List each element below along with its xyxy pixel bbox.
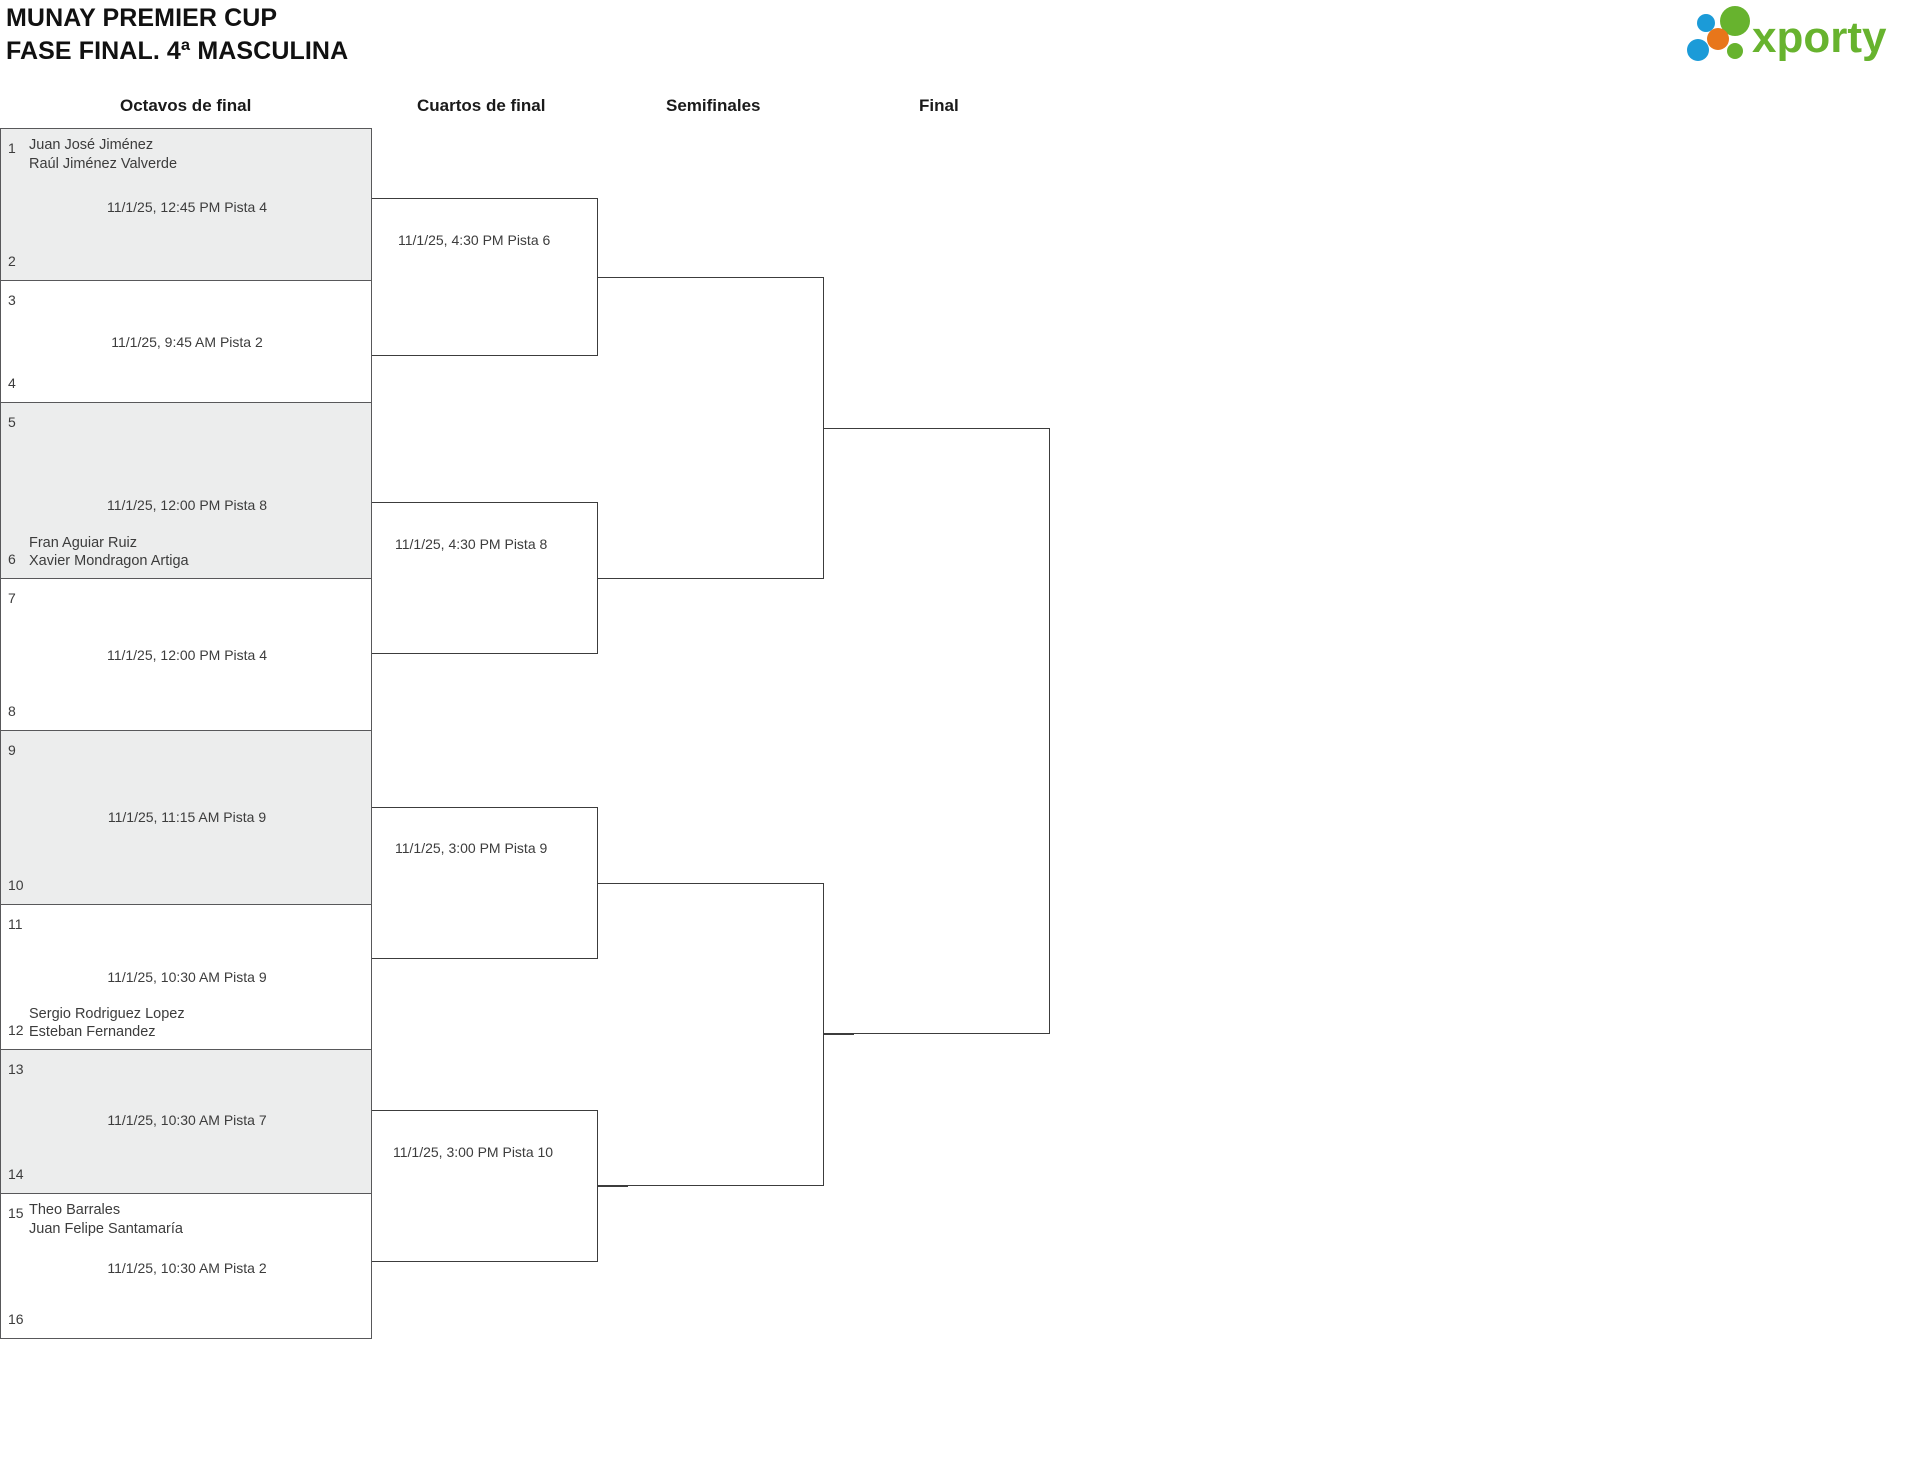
- seed-number: 10: [8, 877, 24, 893]
- player-name: Theo Barrales: [29, 1202, 121, 1218]
- match-info: 11/1/25, 11:15 AM Pista 9: [107, 809, 267, 825]
- seed-number: 1: [8, 140, 16, 156]
- seed-number: 7: [8, 590, 16, 606]
- team-names-top: Juan José Jiménez Raúl Jiménez Valverde: [29, 136, 177, 173]
- r2-match-3[interactable]: [372, 807, 598, 959]
- tournament-name: MUNAY PREMIER CUP: [6, 4, 278, 32]
- r3-match-1[interactable]: [598, 277, 824, 579]
- r2-match-2-info: 11/1/25, 4:30 PM Pista 8: [395, 536, 548, 552]
- logo-dot-green-small: [1727, 43, 1743, 59]
- player-name: Juan Felipe Santamaría: [29, 1220, 183, 1237]
- match-info: 11/1/25, 12:45 PM Pista 4: [106, 199, 268, 215]
- r1-match-8[interactable]: 15 Theo Barrales Juan Felipe Santamaría …: [0, 1193, 372, 1339]
- team-names-top: Theo Barrales Juan Felipe Santamaría: [29, 1201, 183, 1238]
- match-info: 11/1/25, 10:30 AM Pista 9: [107, 969, 267, 985]
- seed-number: 12: [8, 1022, 24, 1038]
- logo-dot-blue-large: [1687, 39, 1709, 61]
- player-name: Xavier Mondragon Artiga: [29, 553, 189, 570]
- seed-number: 9: [8, 742, 16, 758]
- logo-dot-orange: [1707, 28, 1729, 50]
- player-name: Sergio Rodriguez Lopez: [29, 1005, 185, 1022]
- match-info: 11/1/25, 9:45 AM Pista 2: [111, 334, 263, 350]
- seed-number: 5: [8, 414, 16, 430]
- logo-wordmark: xporty: [1752, 13, 1887, 62]
- r2-match-4-stub: [598, 1186, 628, 1187]
- r1-match-4[interactable]: 7 11/1/25, 12:00 PM Pista 4 8: [0, 578, 372, 730]
- r2-match-1-info: 11/1/25, 4:30 PM Pista 6: [398, 232, 551, 248]
- seed-number: 11: [8, 916, 23, 932]
- r3-match-2[interactable]: [598, 883, 824, 1186]
- player-name: Esteban Fernandez: [29, 1024, 156, 1041]
- r3-match-2-stub: [824, 1034, 854, 1035]
- r1-match-1[interactable]: 1 Juan José Jiménez Raúl Jiménez Valverd…: [0, 128, 372, 280]
- seed-number: 4: [8, 375, 16, 391]
- round-header-semifinal: Semifinales: [666, 96, 761, 115]
- seed-number: 14: [8, 1166, 24, 1182]
- r2-match-4-info: 11/1/25, 3:00 PM Pista 10: [393, 1144, 554, 1160]
- logo-svg: xporty: [1687, 6, 1887, 62]
- logo-dot-blue-small: [1697, 14, 1715, 32]
- player-name: Juan José Jiménez: [29, 137, 154, 153]
- seed-number: 15: [8, 1205, 24, 1221]
- r1-match-7[interactable]: 13 11/1/25, 10:30 AM Pista 7 14: [0, 1049, 372, 1193]
- r1-match-6[interactable]: 11 11/1/25, 10:30 AM Pista 9 12 Sergio R…: [0, 904, 372, 1049]
- seed-number: 6: [8, 551, 16, 567]
- r2-match-1[interactable]: [372, 198, 598, 356]
- round-header-octavos: Octavos de final: [120, 96, 252, 115]
- match-info: 11/1/25, 10:30 AM Pista 7: [107, 1112, 267, 1128]
- round-header-final: Final: [919, 96, 959, 115]
- match-info: 11/1/25, 10:30 AM Pista 2: [107, 1260, 267, 1276]
- r1-match-5[interactable]: 9 11/1/25, 11:15 AM Pista 9 10: [0, 730, 372, 904]
- r2-match-2[interactable]: [372, 502, 598, 654]
- r2-match-3-info: 11/1/25, 3:00 PM Pista 9: [395, 840, 548, 856]
- r2-match-4[interactable]: [372, 1110, 598, 1262]
- team-names-bottom: Fran Aguiar Ruiz Xavier Mondragon Artiga: [29, 534, 189, 571]
- team-names-bottom: Sergio Rodriguez Lopez Esteban Fernandez: [29, 1005, 185, 1042]
- seed-number: 2: [8, 253, 16, 269]
- r1-match-3[interactable]: 5 11/1/25, 12:00 PM Pista 8 6 Fran Aguia…: [0, 402, 372, 578]
- logo-dot-green-large: [1720, 6, 1750, 36]
- r4-final-match[interactable]: [824, 428, 1050, 1034]
- seed-number: 16: [8, 1311, 24, 1327]
- player-name: Fran Aguiar Ruiz: [29, 534, 137, 551]
- seed-number: 3: [8, 292, 16, 308]
- round-header-cuartos: Cuartos de final: [417, 96, 546, 115]
- xporty-logo: xporty: [1674, 6, 1904, 62]
- tournament-phase: FASE FINAL. 4ª MASCULINA: [6, 37, 349, 65]
- r1-match-2[interactable]: 3 11/1/25, 9:45 AM Pista 2 4: [0, 280, 372, 402]
- seed-number: 13: [8, 1061, 24, 1077]
- player-name: Raúl Jiménez Valverde: [29, 155, 178, 172]
- match-info: 11/1/25, 12:00 PM Pista 8: [106, 497, 268, 513]
- seed-number: 8: [8, 703, 16, 719]
- match-info: 11/1/25, 12:00 PM Pista 4: [106, 647, 268, 663]
- page-title: MUNAY PREMIER CUP FASE FINAL. 4ª MASCULI…: [6, 2, 348, 68]
